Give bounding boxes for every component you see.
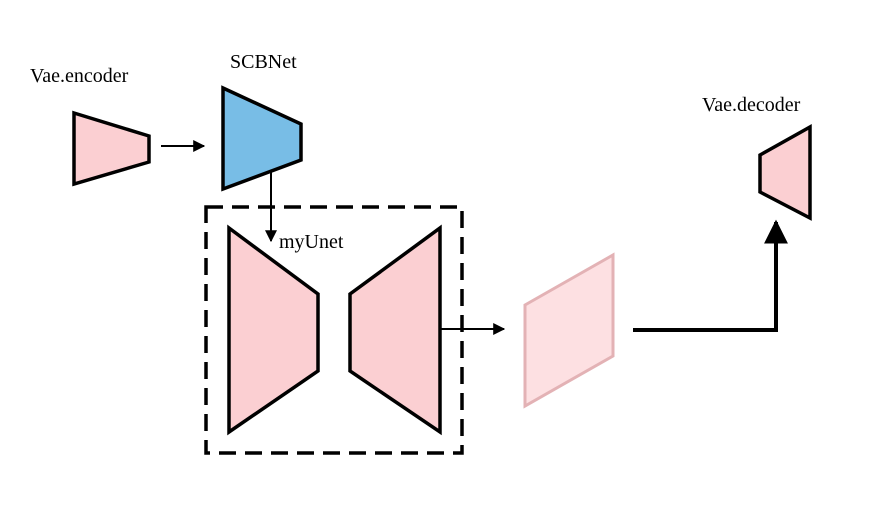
scbnet-block <box>221 85 303 192</box>
vae-encoder-label: Vae.encoder <box>30 65 129 87</box>
vae-decoder-label: Vae.decoder <box>702 94 801 116</box>
vae-decoder-block <box>758 124 812 221</box>
scbnet-label: SCBNet <box>230 51 297 73</box>
myunet-decoder-block <box>348 224 442 436</box>
vae-encoder-block <box>72 110 151 187</box>
latent-block <box>523 252 615 409</box>
myunet-label: myUnet <box>279 231 344 253</box>
myunet-encoder-block <box>227 224 320 436</box>
arrow-latent-to-decoder <box>633 219 788 332</box>
